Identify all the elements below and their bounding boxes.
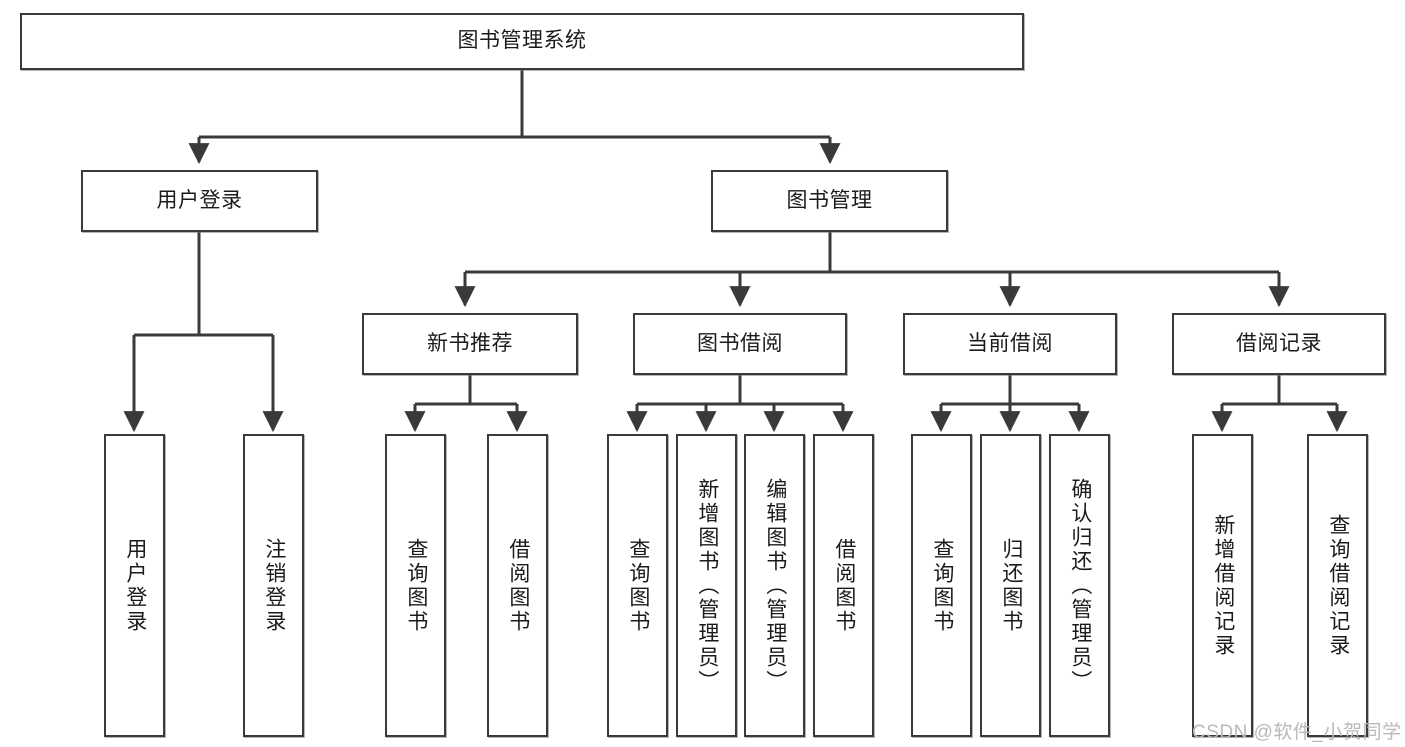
node-new-book-recommend-label: 新书推荐 (427, 331, 513, 355)
node-book-management[interactable]: 图书管理 (711, 170, 948, 232)
leaf-borrow-query-book[interactable]: 查询图书 (607, 434, 668, 737)
node-current-borrow[interactable]: 当前借阅 (903, 313, 1117, 375)
leaf-current-query-book[interactable]: 查询图书 (911, 434, 972, 737)
leaf-recommend-query-book[interactable]: 查询图书 (385, 434, 446, 737)
leaf-record-query-record-label: 查询借阅记录 (1326, 513, 1350, 658)
node-borrow-record-label: 借阅记录 (1236, 331, 1322, 355)
leaf-recommend-query-book-label: 查询图书 (404, 537, 428, 634)
leaf-borrow-borrow-book[interactable]: 借阅图书 (813, 434, 874, 737)
leaf-borrow-edit-book-label: 编辑图书（管理员） (763, 477, 787, 694)
node-root-label: 图书管理系统 (457, 29, 587, 53)
leaf-borrow-query-book-label: 查询图书 (626, 537, 650, 634)
leaf-recommend-borrow-book-label: 借阅图书 (506, 537, 530, 634)
leaf-record-query-record[interactable]: 查询借阅记录 (1307, 434, 1368, 737)
node-book-management-label: 图书管理 (786, 188, 873, 212)
leaf-user-login-logout-label: 注销登录 (262, 537, 286, 634)
node-new-book-recommend[interactable]: 新书推荐 (362, 313, 578, 375)
watermark: CSDN @软件_小贺同学 (1192, 722, 1402, 743)
node-book-borrow[interactable]: 图书借阅 (633, 313, 847, 375)
leaf-user-login-login-label: 用户登录 (123, 537, 147, 634)
leaf-current-confirm-return-label: 确认归还（管理员） (1068, 477, 1092, 694)
node-current-borrow-label: 当前借阅 (967, 331, 1053, 355)
leaf-borrow-borrow-book-label: 借阅图书 (832, 537, 856, 634)
leaf-user-login-login[interactable]: 用户登录 (104, 434, 165, 737)
node-user-login[interactable]: 用户登录 (81, 170, 318, 232)
leaf-record-add-record[interactable]: 新增借阅记录 (1192, 434, 1253, 737)
leaf-borrow-add-book-label: 新增图书（管理员） (695, 477, 719, 694)
leaf-borrow-edit-book[interactable]: 编辑图书（管理员） (744, 434, 805, 737)
node-root[interactable]: 图书管理系统 (20, 13, 1024, 70)
leaf-user-login-logout[interactable]: 注销登录 (243, 434, 304, 737)
node-user-login-label: 用户登录 (156, 188, 243, 212)
leaf-borrow-add-book[interactable]: 新增图书（管理员） (676, 434, 737, 737)
node-borrow-record[interactable]: 借阅记录 (1172, 313, 1386, 375)
leaf-current-query-book-label: 查询图书 (930, 537, 954, 634)
leaf-recommend-borrow-book[interactable]: 借阅图书 (487, 434, 548, 737)
leaf-current-return-book[interactable]: 归还图书 (980, 434, 1041, 737)
leaf-record-add-record-label: 新增借阅记录 (1211, 513, 1235, 658)
node-book-borrow-label: 图书借阅 (697, 331, 783, 355)
leaf-current-return-book-label: 归还图书 (999, 537, 1023, 634)
leaf-current-confirm-return[interactable]: 确认归还（管理员） (1049, 434, 1110, 737)
